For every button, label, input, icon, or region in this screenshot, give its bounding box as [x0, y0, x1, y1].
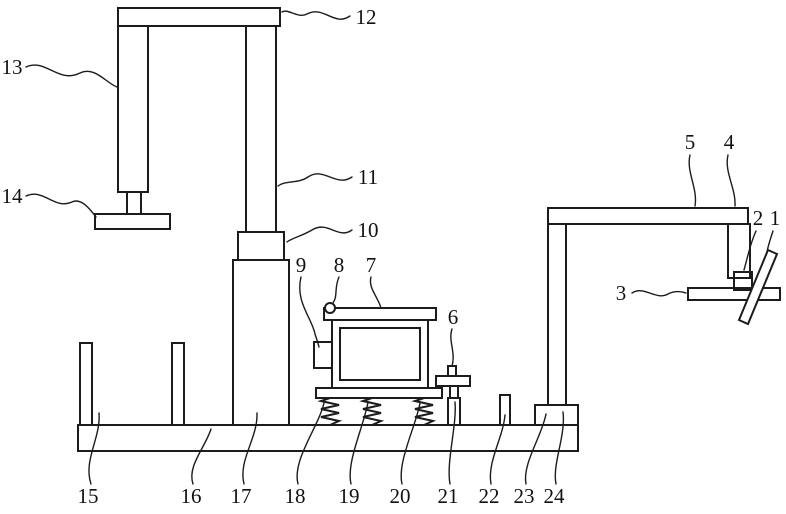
lid-pin — [324, 302, 336, 314]
label-6: 6 — [448, 305, 459, 329]
leader-16 — [191, 428, 212, 485]
left-foot-plate — [94, 213, 171, 230]
gantry-top-beam — [117, 7, 281, 27]
label-21: 21 — [438, 484, 459, 508]
leader-12 — [281, 10, 351, 20]
label-12: 12 — [356, 5, 377, 29]
label-1: 1 — [770, 206, 781, 230]
label-5: 5 — [685, 130, 696, 154]
leader-20 — [400, 402, 421, 485]
left-gantry — [94, 7, 290, 426]
stop-plate — [499, 394, 511, 426]
spring-left — [317, 397, 343, 426]
end-connector — [733, 271, 753, 291]
angled-blade — [737, 248, 779, 326]
label-23: 23 — [514, 484, 535, 508]
leader-7 — [369, 276, 382, 309]
label-22: 22 — [479, 484, 500, 508]
label-4: 4 — [724, 130, 735, 154]
leader-6 — [450, 328, 454, 367]
reference-labels: 12 13 14 11 10 9 8 7 6 5 4 2 1 3 15 16 1… — [2, 5, 781, 508]
stand-arm — [547, 207, 749, 225]
valve-cross-bar — [435, 375, 471, 387]
leader-13 — [25, 64, 118, 88]
label-7: 7 — [366, 253, 377, 277]
label-14: 14 — [2, 184, 24, 208]
label-20: 20 — [390, 484, 411, 508]
label-18: 18 — [285, 484, 306, 508]
leader-24 — [554, 411, 565, 485]
label-11: 11 — [358, 165, 378, 189]
label-13: 13 — [2, 55, 23, 79]
gantry-right-column — [245, 25, 277, 233]
leader-8 — [332, 276, 340, 304]
leader-11 — [277, 173, 353, 187]
label-24: 24 — [544, 484, 566, 508]
left-column-stem — [126, 191, 142, 215]
leader-14 — [25, 193, 97, 218]
arm-end-block — [727, 223, 751, 279]
gantry-left-column — [117, 25, 149, 193]
box-inner-liner — [339, 327, 421, 381]
leader-22 — [489, 414, 506, 485]
spring-middle — [359, 397, 385, 426]
label-15: 15 — [78, 484, 99, 508]
leader-19 — [349, 401, 369, 485]
leader-4 — [726, 154, 736, 207]
label-16: 16 — [181, 484, 202, 508]
leader-18 — [296, 402, 325, 485]
box-body — [331, 319, 429, 389]
leader-9 — [299, 276, 320, 348]
valve-top-stub — [447, 365, 457, 377]
label-19: 19 — [339, 484, 360, 508]
vibration-box-assembly — [313, 302, 443, 426]
label-2: 2 — [753, 206, 764, 230]
column-mount-block — [237, 231, 285, 261]
leader-23 — [524, 413, 547, 485]
u-bracket-right-wall — [171, 342, 185, 426]
leader-2 — [743, 230, 757, 271]
leader-1 — [766, 230, 774, 253]
leader-10 — [286, 226, 353, 243]
label-3: 3 — [616, 281, 627, 305]
label-9: 9 — [296, 253, 307, 277]
base-plate — [77, 424, 579, 452]
box-lid — [323, 307, 437, 321]
label-8: 8 — [334, 253, 345, 277]
spring-right — [411, 397, 437, 426]
leader-15 — [88, 412, 100, 485]
vibration-plate — [315, 387, 443, 399]
label-17: 17 — [231, 484, 252, 508]
label-10: 10 — [358, 218, 379, 242]
leader-21 — [448, 401, 456, 485]
stand-leg — [547, 223, 567, 406]
support-pedestal — [232, 259, 290, 426]
right-stand — [534, 207, 781, 426]
u-bracket-left-wall — [79, 342, 93, 426]
leader-5 — [688, 154, 697, 207]
box-side-bracket — [313, 341, 333, 369]
leader-lines — [25, 10, 774, 485]
stand-foot-block — [534, 404, 579, 426]
leader-17 — [242, 412, 258, 485]
leader-3 — [631, 290, 687, 297]
valve-stem — [449, 385, 459, 399]
base-assembly — [77, 342, 579, 452]
work-plate — [687, 287, 781, 301]
